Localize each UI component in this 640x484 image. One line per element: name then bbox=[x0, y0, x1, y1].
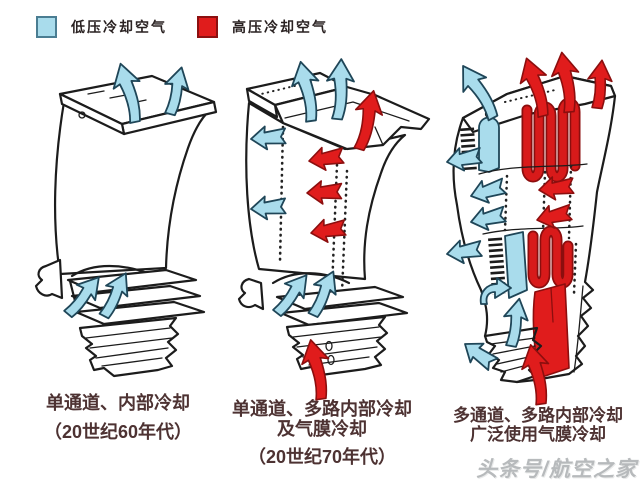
watermark: 头条号/航空之家 bbox=[476, 458, 637, 481]
blade-diagram-1970s bbox=[237, 57, 431, 402]
channel-detail bbox=[550, 287, 554, 323]
hot-serpentine-channel bbox=[529, 227, 572, 287]
blade-body bbox=[53, 100, 212, 276]
cool-air-swirl-arrow-icon bbox=[479, 277, 512, 305]
caption-line: 及气膜冷却 bbox=[277, 419, 367, 439]
root-serrations bbox=[292, 326, 382, 366]
low-pressure-air-swatch bbox=[36, 16, 57, 38]
caption-1960s: 单通道、内部冷却 （20世纪60年代） bbox=[12, 389, 224, 447]
seal-fin bbox=[279, 301, 409, 327]
root-hole bbox=[325, 340, 333, 352]
tip-holes bbox=[256, 81, 312, 96]
caption-line: （20世纪70年代） bbox=[247, 447, 397, 467]
seal-fin bbox=[275, 285, 405, 311]
shank-arch bbox=[70, 264, 152, 278]
legend: 低压冷却空气 高压冷却空气 bbox=[36, 16, 358, 38]
caption-line: （20世纪60年代） bbox=[43, 422, 193, 442]
root-serrations bbox=[85, 327, 173, 367]
cool-air-channel bbox=[478, 116, 500, 173]
platform-hook bbox=[34, 258, 64, 300]
blade-diagram-1960s bbox=[34, 62, 218, 378]
shank-arch bbox=[271, 272, 351, 285]
film-cooling-holes bbox=[278, 125, 285, 264]
leading-edge-fins bbox=[460, 127, 477, 173]
tip-hole bbox=[78, 111, 86, 119]
cool-air-channel bbox=[504, 231, 528, 299]
blade-diagram-modern bbox=[443, 50, 617, 407]
root-hole bbox=[327, 354, 335, 366]
seal-fin bbox=[70, 284, 202, 310]
caption-line: 广泛使用气膜冷却 bbox=[470, 425, 606, 444]
film-cooling-holes bbox=[503, 164, 578, 296]
caption-1970s: 单通道、多路内部冷却 及气膜冷却 （20世纪70年代） bbox=[219, 399, 425, 467]
cutaway-edge bbox=[478, 163, 588, 175]
tip-platform-edge bbox=[58, 92, 126, 136]
high-pressure-air-swatch bbox=[197, 16, 218, 38]
hot-air-supply-channel bbox=[532, 283, 570, 379]
trailing-panel-edge bbox=[573, 285, 584, 373]
platform-hook bbox=[237, 277, 265, 311]
caption-modern: 多通道、多路内部冷却 广泛使用气膜冷却 bbox=[436, 406, 640, 444]
cutaway-edge bbox=[482, 225, 584, 235]
tip-platform-edge bbox=[245, 87, 279, 119]
caption-line: 单通道、内部冷却 bbox=[46, 393, 190, 413]
fir-tree-root bbox=[78, 316, 180, 378]
caption-line: 多通道、多路内部冷却 bbox=[453, 406, 623, 425]
high-pressure-air-label: 高压冷却空气 bbox=[232, 19, 328, 35]
low-pressure-air-label: 低压冷却空气 bbox=[71, 19, 167, 35]
caption-line: 单通道、多路内部冷却 bbox=[232, 399, 412, 419]
